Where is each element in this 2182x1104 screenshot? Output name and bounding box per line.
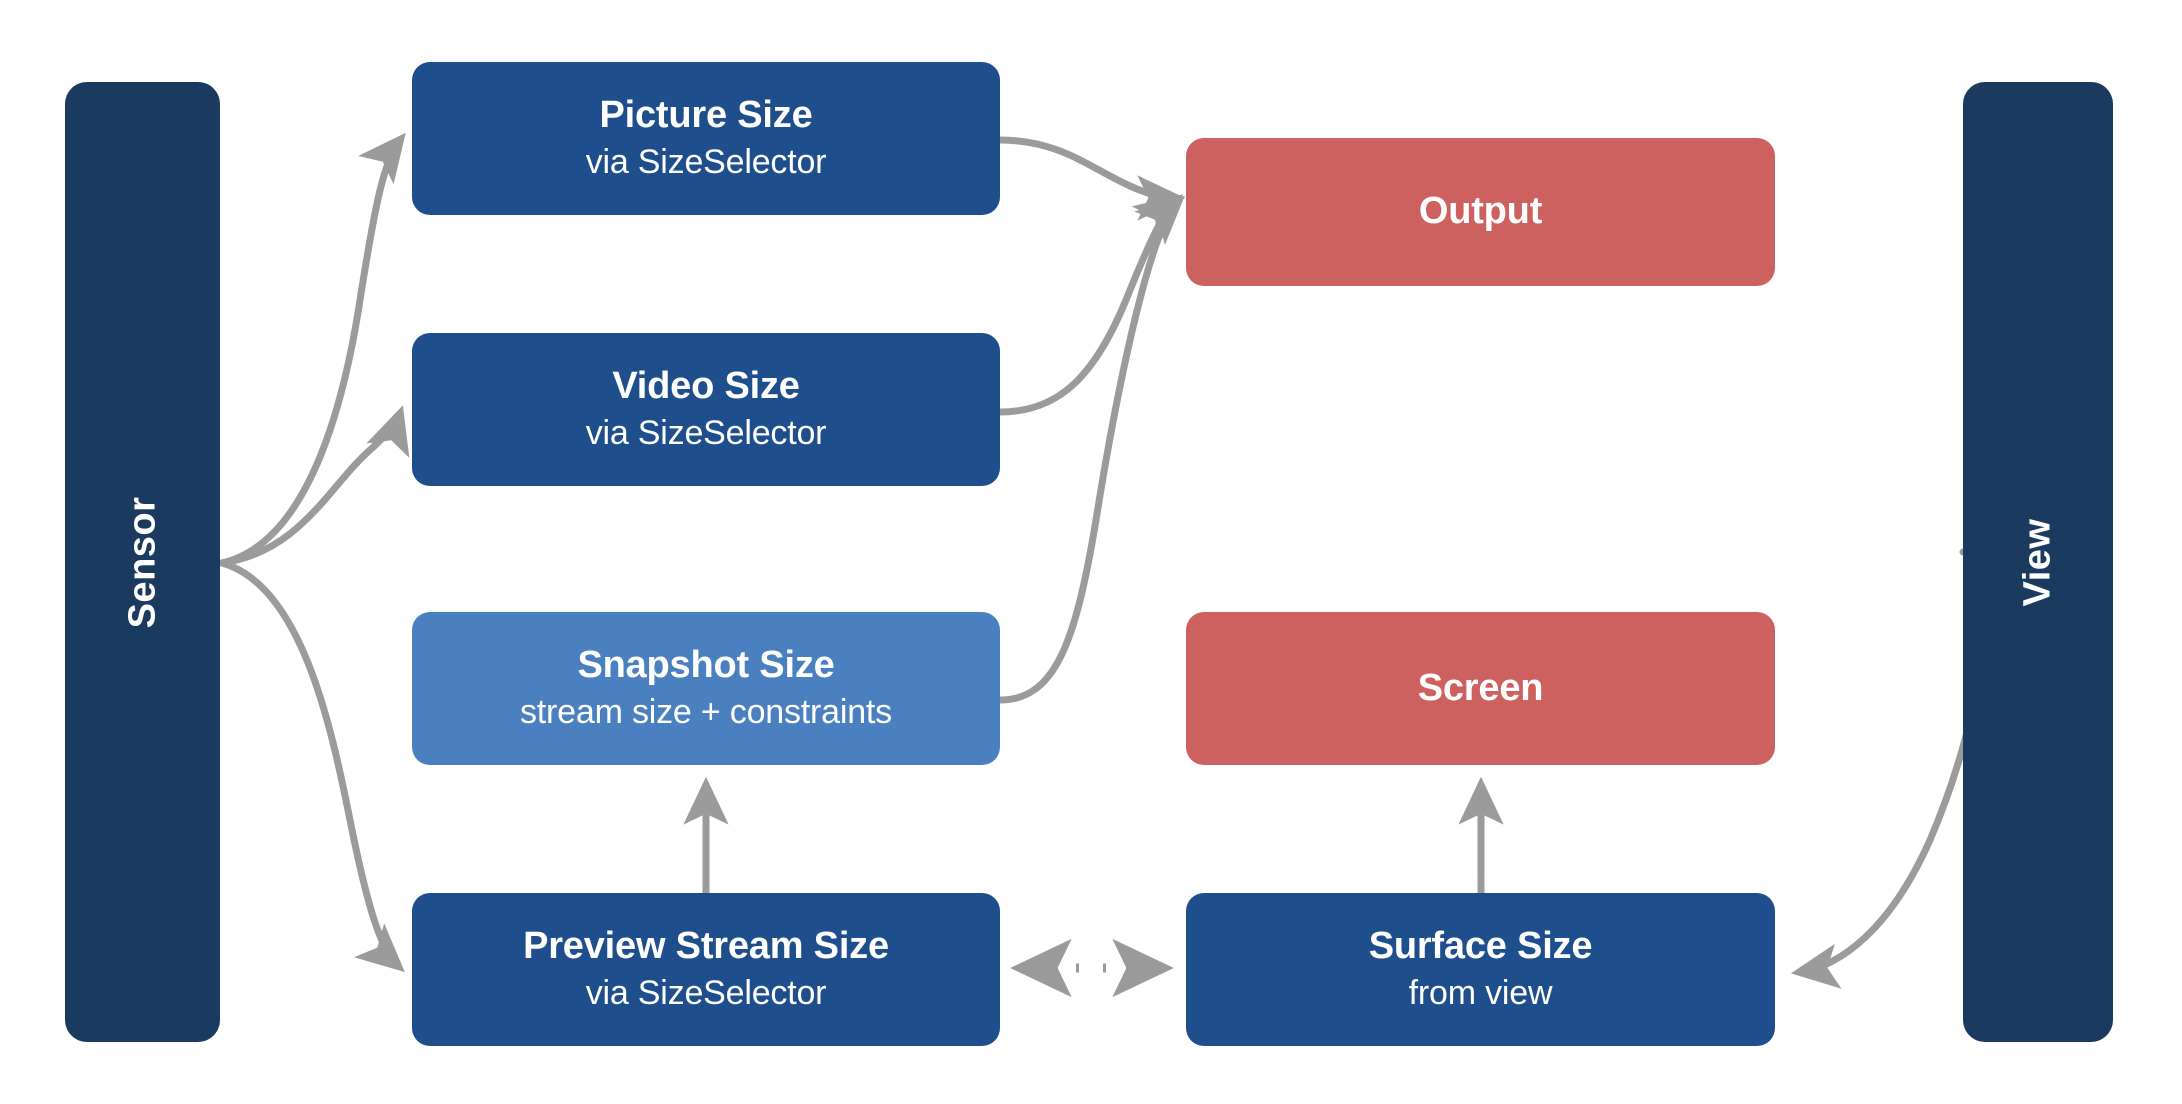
edge-video-size-to-output (996, 194, 1184, 416)
edge-sensor-to-preview-stream-size (218, 559, 405, 973)
node-snapshot-size-subtitle: stream size + constraints (520, 692, 892, 731)
node-preview-stream-size-subtitle: via SizeSelector (585, 973, 827, 1012)
node-surface-size[interactable]: Surface Size from view (1186, 893, 1775, 1046)
node-output[interactable]: Output (1186, 138, 1775, 286)
node-video-size[interactable]: Video Size via SizeSelector (412, 333, 1000, 486)
lane-view-label: View (2016, 518, 2059, 606)
node-snapshot-size-title: Snapshot Size (577, 644, 835, 687)
node-picture-size-subtitle: via SizeSelector (585, 142, 827, 181)
node-screen[interactable]: Screen (1186, 612, 1775, 765)
node-video-size-subtitle: via SizeSelector (585, 413, 827, 452)
lane-sensor-label: Sensor (120, 496, 163, 628)
edge-sensor-to-video-size (218, 405, 410, 567)
node-screen-title: Screen (1417, 666, 1544, 709)
node-snapshot-size[interactable]: Snapshot Size stream size + constraints (412, 612, 1000, 765)
edge-picture-size-to-output (996, 136, 1186, 221)
lane-sensor[interactable]: Sensor (65, 82, 220, 1042)
node-output-title: Output (1418, 190, 1543, 233)
edge-snapshot-size-to-output (996, 195, 1185, 704)
lane-view[interactable]: View (1963, 82, 2113, 1042)
node-video-size-title: Video Size (612, 365, 800, 408)
node-picture-size[interactable]: Picture Size via SizeSelector (412, 62, 1000, 215)
node-preview-stream-size[interactable]: Preview Stream Size via SizeSelector (412, 893, 1000, 1046)
node-picture-size-title: Picture Size (599, 94, 813, 137)
node-surface-size-subtitle: from view (1408, 973, 1553, 1012)
node-surface-size-title: Surface Size (1368, 925, 1593, 968)
edge-sensor-to-picture-size (218, 132, 406, 567)
node-preview-stream-size-title: Preview Stream Size (523, 925, 889, 968)
edge-view-to-surface-size (1790, 548, 1989, 989)
